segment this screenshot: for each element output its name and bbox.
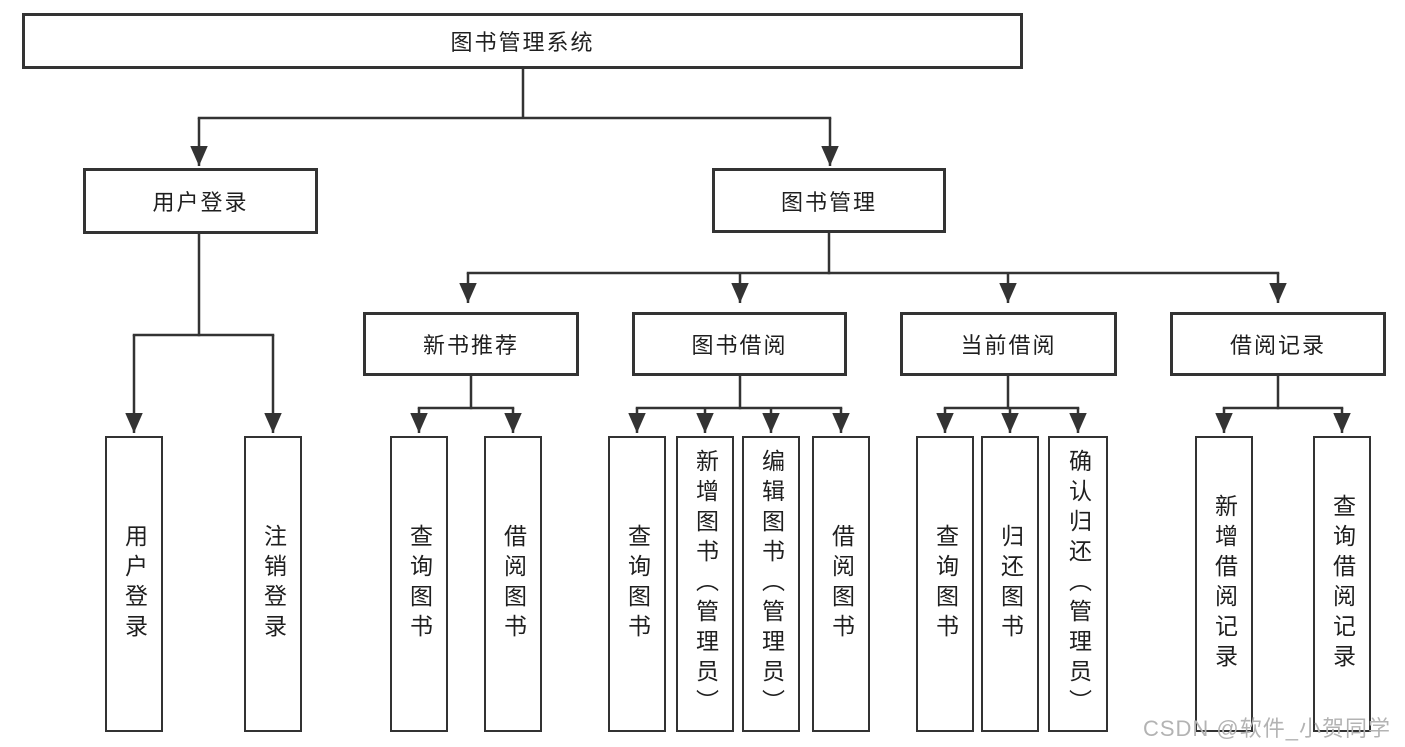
leaf-current-confirm-return-admin: 确认归还（管理员） — [1048, 436, 1108, 732]
node-label: 归还图书 — [997, 524, 1024, 644]
node-label: 新书推荐 — [422, 333, 519, 358]
node-borrowing-records: 借阅记录 — [1170, 312, 1386, 376]
node-label: 注销登录 — [260, 524, 287, 644]
leaf-borrow-borrow-books: 借阅图书 — [812, 436, 870, 732]
node-label: 查询图书 — [932, 524, 959, 644]
node-library-management-system: 图书管理系统 — [22, 13, 1023, 69]
node-label: 用户登录 — [121, 524, 148, 644]
node-label: 新增借阅记录 — [1211, 494, 1238, 674]
node-label: 查询图书 — [406, 524, 433, 644]
node-label: 图书管理系统 — [450, 30, 595, 55]
node-label: 借阅记录 — [1229, 333, 1326, 358]
node-label: 图书管理 — [780, 189, 877, 215]
leaf-records-add-borrow-record: 新增借阅记录 — [1195, 436, 1253, 732]
node-label: 用户登录 — [152, 190, 249, 215]
leaf-records-query-borrow-record: 查询借阅记录 — [1313, 436, 1371, 732]
leaf-user-login: 用户登录 — [105, 436, 163, 732]
leaf-borrow-edit-books-admin: 编辑图书（管理员） — [742, 436, 800, 732]
node-label: 图书借阅 — [691, 333, 788, 358]
leaf-current-query-books: 查询图书 — [916, 436, 974, 732]
node-label: 新增图书（管理员） — [692, 449, 719, 719]
node-book-borrowing: 图书借阅 — [632, 312, 847, 376]
node-label: 借阅图书 — [828, 524, 855, 644]
node-label: 查询图书 — [624, 524, 651, 644]
leaf-newbook-borrow-books: 借阅图书 — [484, 436, 542, 732]
node-label: 查询借阅记录 — [1329, 494, 1356, 674]
node-new-book-recommendation: 新书推荐 — [363, 312, 579, 376]
node-label: 确认归还（管理员） — [1065, 449, 1092, 719]
node-label: 当前借阅 — [960, 333, 1057, 358]
leaf-borrow-add-books-admin: 新增图书（管理员） — [676, 436, 734, 732]
leaf-logout-login: 注销登录 — [244, 436, 302, 732]
node-user-login: 用户登录 — [83, 168, 318, 234]
node-current-borrowing: 当前借阅 — [900, 312, 1117, 376]
leaf-newbook-query-books: 查询图书 — [390, 436, 448, 732]
node-label: 编辑图书（管理员） — [758, 449, 785, 719]
node-label: 借阅图书 — [500, 524, 527, 644]
csdn-watermark: CSDN @软件_小贺同学 — [1142, 716, 1391, 741]
leaf-borrow-query-books: 查询图书 — [608, 436, 666, 732]
leaf-current-return-books: 归还图书 — [981, 436, 1039, 732]
node-book-management: 图书管理 — [712, 168, 946, 233]
